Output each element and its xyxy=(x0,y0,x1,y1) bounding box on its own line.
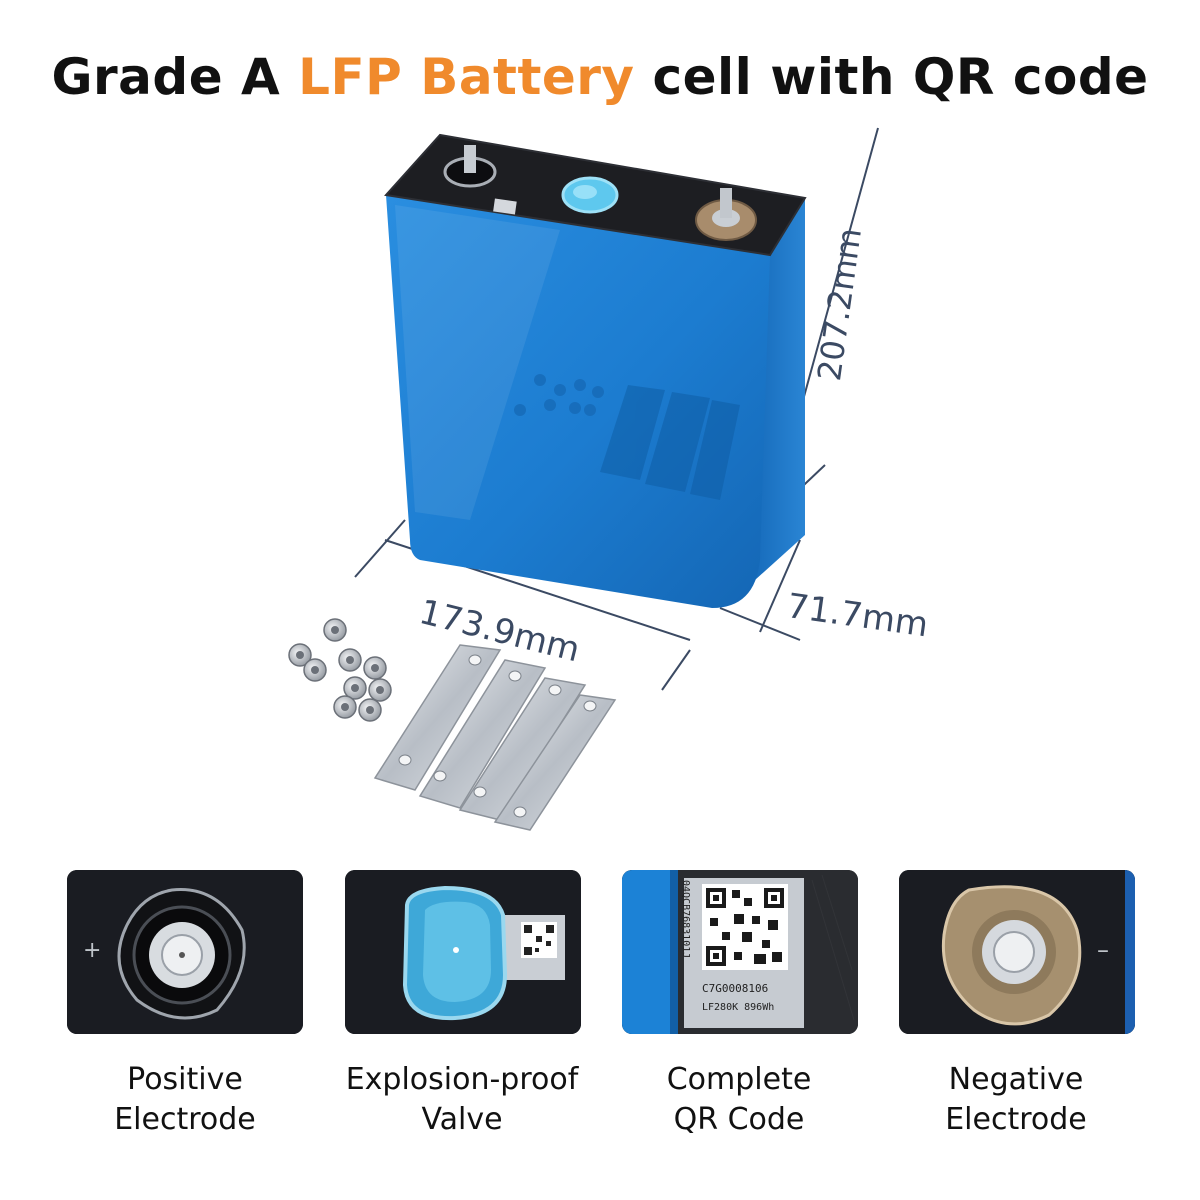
caption-line: QR Code xyxy=(673,1102,805,1137)
caption-complete-qr-code: Complete QR Code xyxy=(589,1060,889,1140)
page-title: Grade A LFP Battery cell with QR code xyxy=(0,48,1200,106)
caption-line: Complete xyxy=(666,1062,812,1097)
caption-line: Negative xyxy=(948,1062,1084,1097)
battery-cell xyxy=(384,133,807,608)
caption-line: Electrode xyxy=(114,1102,256,1137)
title-highlight: LFP Battery xyxy=(298,48,635,106)
title-prefix: Grade A xyxy=(51,48,281,106)
positive-electrode-image: + xyxy=(67,870,303,1034)
qr-code-image: 04QCB7683101J C7G0008106 LF280K 896Wh xyxy=(622,870,858,1034)
explosion-proof-valve-image xyxy=(345,870,581,1034)
title-suffix: cell with QR code xyxy=(652,48,1149,106)
plus-symbol: + xyxy=(83,938,102,963)
caption-line: Valve xyxy=(421,1102,503,1137)
battery-product-image xyxy=(288,127,879,831)
caption-explosion-proof-valve: Explosion-proof Valve xyxy=(312,1060,612,1140)
minus-symbol: – xyxy=(1097,936,1109,964)
busbars xyxy=(373,644,617,831)
negative-electrode-image: – xyxy=(899,870,1135,1034)
qr-side-code: 04QCB7683101J xyxy=(680,880,691,959)
caption-line: Explosion-proof xyxy=(345,1062,579,1097)
qr-label-code: C7G0008106 xyxy=(702,982,769,995)
caption-line: Electrode xyxy=(945,1102,1087,1137)
qr-label-model: LF280K 896Wh xyxy=(702,1002,775,1013)
caption-negative-electrode: Negative Electrode xyxy=(866,1060,1166,1140)
caption-line: Positive xyxy=(127,1062,243,1097)
caption-positive-electrode: Positive Electrode xyxy=(35,1060,335,1140)
